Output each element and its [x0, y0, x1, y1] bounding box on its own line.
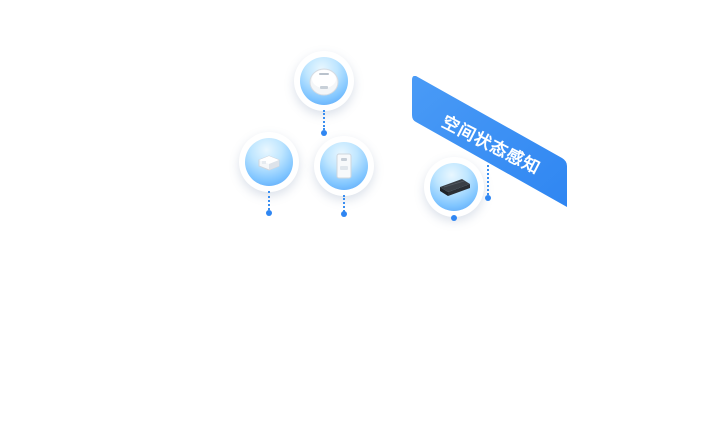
door-sensor-node: [239, 132, 299, 192]
gateway-box-node: [424, 157, 484, 217]
door-sensor-dot: [266, 210, 272, 216]
banner-dot: [485, 195, 491, 201]
door-sensor-icon: [258, 155, 280, 171]
gateway-box-dot: [451, 215, 457, 221]
wall-panel-dot: [341, 211, 347, 217]
space-status-banner: 空间状态感知: [412, 76, 568, 208]
gateway-box-icon: [440, 179, 470, 196]
door-sensor-stem: [268, 191, 272, 210]
banner-shape: [412, 76, 567, 207]
ceiling-sensor-stem: [323, 110, 327, 130]
wall-panel-stem: [343, 195, 347, 212]
ceiling-sensor-icon: [309, 68, 339, 96]
wall-panel-icon: [336, 153, 352, 179]
ceiling-sensor-dot: [321, 130, 327, 136]
ceiling-sensor-node: [294, 51, 354, 111]
wall-panel-node: [314, 136, 374, 196]
banner-stem: [487, 160, 491, 195]
